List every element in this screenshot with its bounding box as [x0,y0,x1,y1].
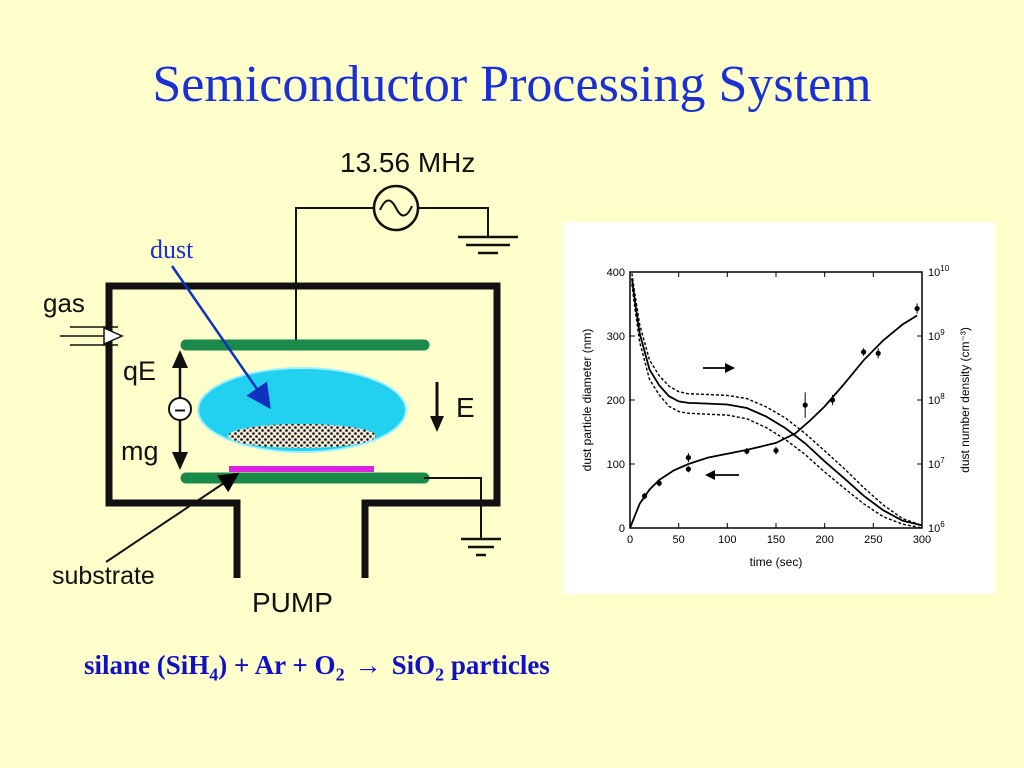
growth-direction-arrow-icon [703,363,735,373]
x-axis-label: time (sec) [750,555,803,569]
y2-axis-label: dust number density (cm⁻³) [958,327,972,473]
data-point [802,402,808,408]
density-line [631,278,923,527]
substrate-label: substrate [52,562,155,590]
rf-source-icon [372,184,420,232]
reaction-equation: silane (SiH4) + Ar + O2→SiO2 particles [84,650,550,685]
y2-tick-label: 109 [928,328,945,343]
ground-symbol-icon [458,235,518,255]
x-tick-label: 150 [767,534,785,546]
gas-inlet-arrow-icon [60,326,124,346]
plasma-reactor-diagram: 13.56 MHz gas dust qE mg [43,147,518,618]
rf-wiring [295,207,489,342]
data-point [642,493,648,499]
plot-frame [629,271,923,529]
electric-field-label: E [456,392,475,423]
dust-growth-chart: 0 50 100 150 200 250 300 0 100 200 300 400 106 107 108… [580,264,972,569]
y2-tick-label: 1010 [928,264,950,279]
y-tick-label: 300 [607,331,625,343]
y-tick-label: 100 [607,459,625,471]
lower-ground-symbol-icon [461,537,501,557]
y-tick-label: 200 [607,395,625,407]
x-tick-label: 200 [815,534,833,546]
data-point [685,455,691,461]
data-point [829,397,836,403]
x-tick-label: 100 [718,534,736,546]
data-point [773,447,779,454]
density-bound-line [631,273,923,527]
dust-cloud [228,424,376,448]
svg-text:–: – [174,399,185,421]
x-tick-label: 50 [673,534,685,546]
density-bound-line [631,283,923,529]
reactor-chamber [105,282,501,578]
electric-field-arrow-icon [430,382,444,432]
y-axis-label: dust particle diameter (nm) [580,329,594,472]
x-tick-label: 250 [864,534,882,546]
x-tick-label: 300 [913,534,931,546]
gas-label: gas [43,288,85,318]
electric-force-label: qE [123,356,156,386]
y2-tick-label: 107 [928,456,945,471]
x-tick-label: 0 [627,534,633,546]
data-point [685,466,691,472]
density-direction-arrow-icon [705,470,739,480]
slide-title: Semiconductor Processing System [152,56,872,113]
y2-tick-label: 108 [928,392,945,407]
dust-pointer-arrow-icon [170,265,271,410]
y-tick-label: 0 [619,523,625,535]
data-point [875,350,881,356]
dust-growth-chart-panel: 0 50 100 150 200 250 300 0 100 200 300 400 106 107 108… [563,222,995,594]
data-point [914,305,920,312]
data-point [861,349,867,355]
dust-label: dust [150,235,194,264]
data-point [744,448,750,454]
gravity-force-label: mg [121,436,159,466]
pump-label: PUMP [252,587,333,618]
rf-frequency-label: 13.56 MHz [340,147,475,178]
negative-charge-icon: – [168,397,192,421]
data-point [656,480,662,486]
reaction-arrow-icon: → [354,650,382,680]
y2-tick-label: 106 [928,520,945,535]
lower-electrode-ground-wire [424,477,482,538]
substrate-pointer-arrow-icon [105,472,240,563]
y-tick-label: 400 [607,267,625,279]
